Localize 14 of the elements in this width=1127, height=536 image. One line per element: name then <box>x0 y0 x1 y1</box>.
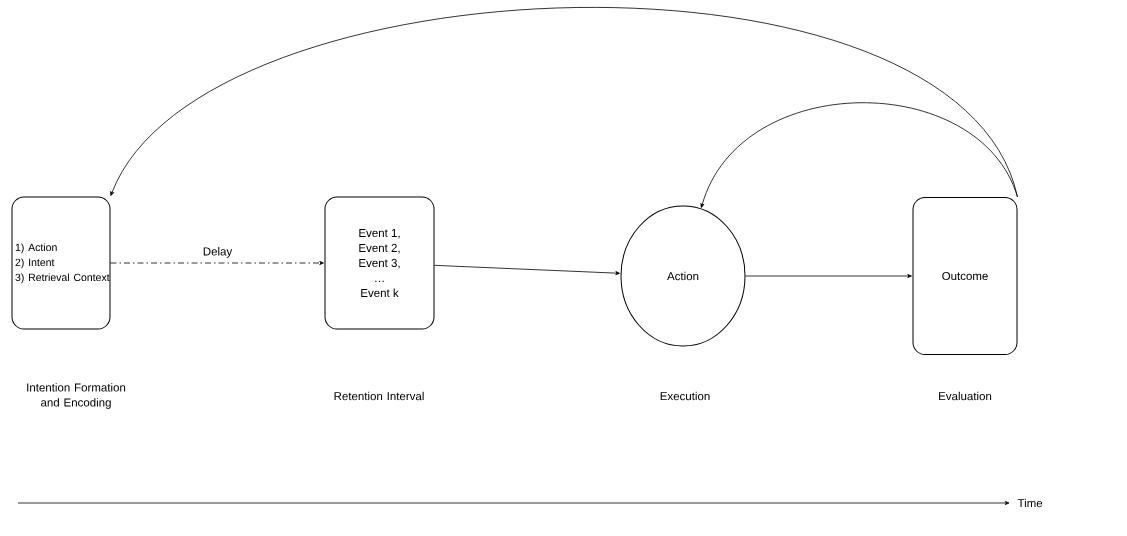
edge-label: Delay <box>201 246 234 259</box>
stage-label: Execution <box>660 391 710 401</box>
process-box: 1) Action 2) Intent 3) Retrieval Context <box>11 196 111 330</box>
arrow <box>745 274 912 278</box>
arrow <box>434 264 620 276</box>
stage-label: Intention Formation and Encoding <box>27 383 126 409</box>
arrow <box>110 7 1018 198</box>
arrow <box>700 102 1018 208</box>
axis-label: Time <box>1017 498 1043 508</box>
arrow <box>110 261 324 265</box>
process-box: Event 1, Event 2, Event 3, … Event k <box>324 196 435 330</box>
stage-label: Retention Interval <box>334 391 424 401</box>
stage-label: Evaluation <box>939 391 992 401</box>
process-box: Outcome <box>912 197 1018 355</box>
